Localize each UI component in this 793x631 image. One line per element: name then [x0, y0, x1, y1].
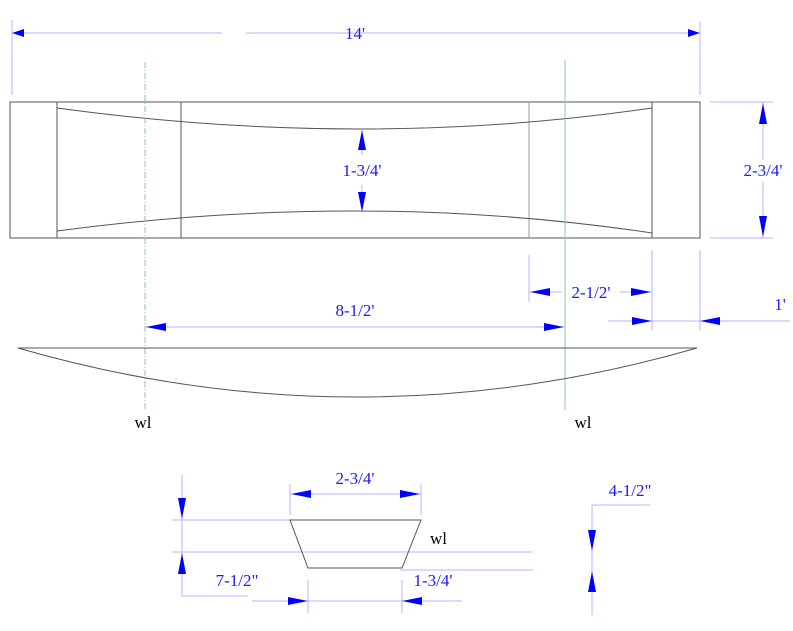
dimension-inner-width: 1-3/4'	[343, 130, 382, 212]
plan-outline	[9, 101, 701, 239]
dim-2-3-4-ft: 2-3/4'	[744, 161, 783, 180]
dim-section-bottom-width: 1-3/4'	[414, 571, 453, 590]
dimension-waterline-length: 8-1/2'	[145, 301, 565, 331]
top-gunwale-curve	[56, 107, 653, 130]
side-profile	[17, 347, 698, 398]
dim-section-freeboard: 4-1/2"	[609, 481, 652, 500]
dim-8-1-2-ft: 8-1/2'	[336, 301, 375, 320]
dim-section-top-width: 2-3/4'	[336, 469, 375, 488]
dimension-end-offset: 2-1/2'	[528, 250, 653, 330]
dim-1-3-4-ft: 1-3/4'	[343, 161, 382, 180]
dim-1-ft: 1'	[774, 295, 786, 314]
waterline-label-left: wl	[135, 413, 152, 432]
bottom-gunwale-curve	[56, 210, 653, 234]
cross-section: wl 2-3/4' 4-1/2" 7-1/2" 1-3/4'	[172, 469, 651, 615]
waterline-label-section: wl	[430, 529, 447, 548]
section-outline	[289, 519, 422, 569]
dim-2-1-2-ft: 2-1/2'	[572, 283, 611, 302]
waterline-label-right: wl	[575, 413, 592, 432]
dimension-overall-length: 14'	[11, 20, 701, 95]
plan-view	[9, 60, 701, 410]
dim-14ft: 14'	[345, 24, 365, 43]
dimension-overall-width: 2-3/4'	[710, 101, 783, 239]
dim-section-depth: 7-1/2"	[216, 571, 259, 590]
dimension-end-extension: 1'	[608, 250, 790, 330]
